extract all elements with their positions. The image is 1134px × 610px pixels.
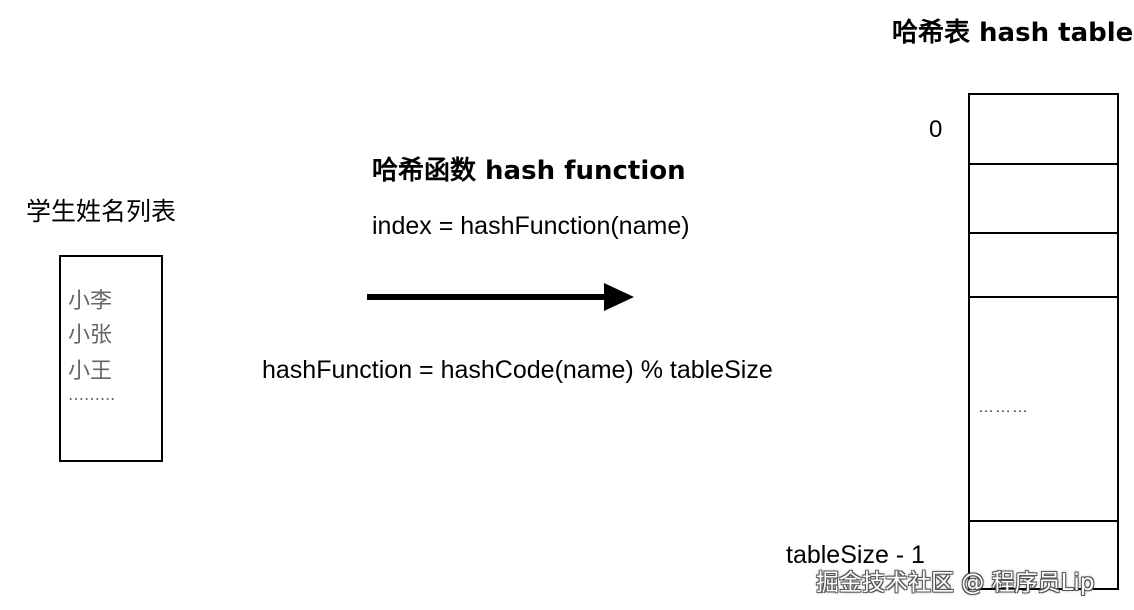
- slot-divider: [970, 296, 1117, 298]
- index-zero-label: 0: [929, 116, 943, 143]
- slot-divider: [970, 232, 1117, 234]
- student-list-box: 小李 小张 小王 ……...: [59, 255, 163, 462]
- index-last-label: tableSize - 1: [786, 541, 925, 569]
- student-item-3: 小王: [68, 359, 113, 384]
- hash-function-definition: hashFunction = hashCode(name) % tableSiz…: [262, 356, 773, 384]
- arrow-head-icon: [604, 283, 634, 311]
- slot-divider: [970, 163, 1117, 165]
- hash-function-title: 哈希函数 hash function: [372, 156, 686, 186]
- hash-table-ellipsis: ………: [978, 399, 1029, 416]
- index-formula: index = hashFunction(name): [372, 212, 690, 240]
- student-item-2: 小张: [68, 323, 113, 348]
- hash-table-title: 哈希表 hash table: [892, 18, 1134, 48]
- hash-table: ………: [968, 93, 1119, 590]
- student-item-1: 小李: [68, 289, 113, 314]
- mapping-arrow: [367, 283, 634, 311]
- student-list-title: 学生姓名列表: [26, 197, 177, 226]
- student-item-ellipsis: ……...: [68, 385, 116, 404]
- slot-divider: [970, 520, 1117, 522]
- watermark: 掘金技术社区 @ 程序员Lip: [816, 570, 1095, 596]
